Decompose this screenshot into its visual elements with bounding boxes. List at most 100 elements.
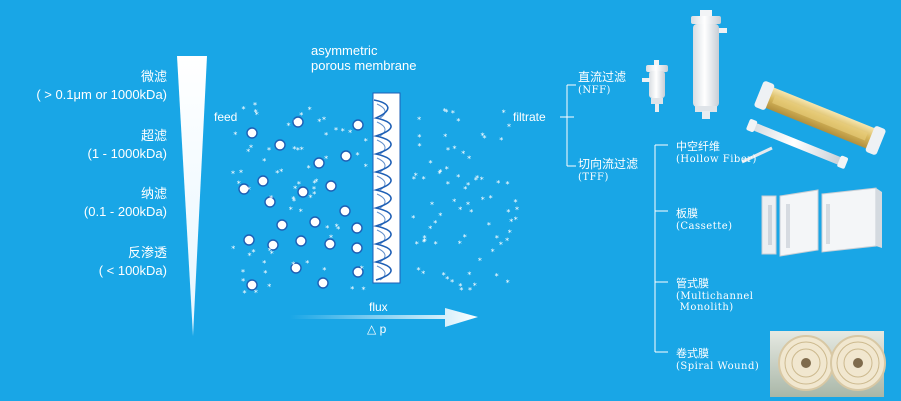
star-particle: * [411,214,415,223]
scale-label-cn: 超滤 [140,129,167,144]
star-particle: * [475,174,479,183]
star-particle: * [507,122,511,131]
star-particle: * [233,130,237,139]
scale-label-range: ( < 100kDa) [98,263,167,278]
star-particle: * [289,206,293,215]
star-particle: * [246,147,250,156]
star-particle: * [514,198,518,207]
particle [352,266,364,278]
particle [292,116,304,128]
cassette-label-en: (Cassette) [676,221,733,232]
star-particle: * [499,241,503,250]
star-particle: * [252,248,256,257]
star-particle: * [287,122,291,131]
scale-label-cn: 反渗透 [127,246,167,261]
star-particle: * [442,271,446,280]
particle [351,222,363,234]
spiral-wound-image [770,331,886,397]
particle [313,157,325,169]
star-particle: * [309,194,313,203]
star-particle: * [314,177,318,186]
star-particle: * [305,259,309,268]
star-particle: * [279,168,283,177]
particle [243,234,255,246]
particle [276,219,288,231]
star-particle: * [417,266,421,275]
star-particle: * [458,282,462,291]
star-particle: * [438,211,442,220]
star-particle: * [268,247,272,256]
hollow-fiber-label-cn: 中空纤维 [676,140,720,153]
star-particle: * [307,164,311,173]
star-particle: * [293,185,297,194]
cassette-node: 板膜 (Cassette) [676,205,733,232]
star-particle: * [243,289,247,298]
scale-label-range: (0.1 - 200kDa) [83,204,167,219]
membrane-title-line1: asymmetric [311,43,378,58]
particle [257,175,269,187]
particle [325,180,337,192]
star-particle: * [231,245,235,254]
solute-stars: ****************************************… [231,101,519,298]
star-particle: * [430,201,434,210]
star-particle: * [453,144,457,153]
star-particle: * [473,282,477,291]
star-particle: * [294,267,298,276]
feed-label: feed [214,110,238,124]
capsule-filter-large [691,10,727,119]
scale-label-ultrafiltration: 超滤 (1 - 1000kDa) [0,128,167,162]
star-particle: * [412,175,416,184]
particle [295,235,307,247]
star-particle: * [297,180,301,189]
star-particle: * [463,185,467,194]
star-particle: * [270,249,274,258]
star-particle: * [478,257,482,266]
star-particle: * [267,146,271,155]
star-particle: * [356,151,360,160]
star-particle: * [474,176,478,185]
star-particle: * [239,169,243,178]
tff-label-cn: 切向流过滤 [578,157,639,171]
star-particle: * [467,271,471,280]
star-particle: * [467,155,471,164]
star-particle: * [458,240,462,249]
star-particle: * [248,252,252,261]
star-particle: * [461,149,465,158]
star-particle: * [312,185,316,194]
star-particle: * [421,269,425,278]
cassette-thin [761,195,777,255]
star-particle: * [329,234,333,243]
scale-label-cn: 微滤 [140,70,167,85]
star-particle: * [505,237,509,246]
star-particle: * [312,190,316,199]
star-particle: * [468,286,472,295]
star-particle: * [262,157,266,166]
particle [246,127,258,139]
star-particle: * [452,197,456,206]
star-particle: * [324,154,328,163]
star-particle: * [241,277,245,286]
scale-label-cn: 纳滤 [140,187,167,202]
star-particle: * [456,117,460,126]
membrane-wave [372,99,392,281]
star-particle: * [348,129,352,138]
star-particle: * [260,176,264,185]
star-particle: * [491,248,495,257]
star-particle: * [506,208,510,217]
cassette-label-cn: 板膜 [676,207,698,220]
star-particle: * [495,234,499,243]
spiral-label-en: (Spiral Wound) [676,361,760,372]
star-particle: * [506,278,510,287]
star-particle: * [255,111,259,120]
membrane-title-line2: porous membrane [311,58,417,73]
star-particle: * [438,168,442,177]
star-particle: * [334,126,338,135]
star-particle: * [499,136,503,145]
star-particle: * [458,205,462,214]
star-particle: * [293,118,297,127]
star-particle: * [514,216,518,225]
star-particle: * [313,179,317,188]
star-particle: * [509,218,513,227]
membrane-title: asymmetric porous membrane [311,43,417,73]
scale-label-microfiltration: 微滤 ( > 0.1μm or 1000kDa) [0,69,167,103]
